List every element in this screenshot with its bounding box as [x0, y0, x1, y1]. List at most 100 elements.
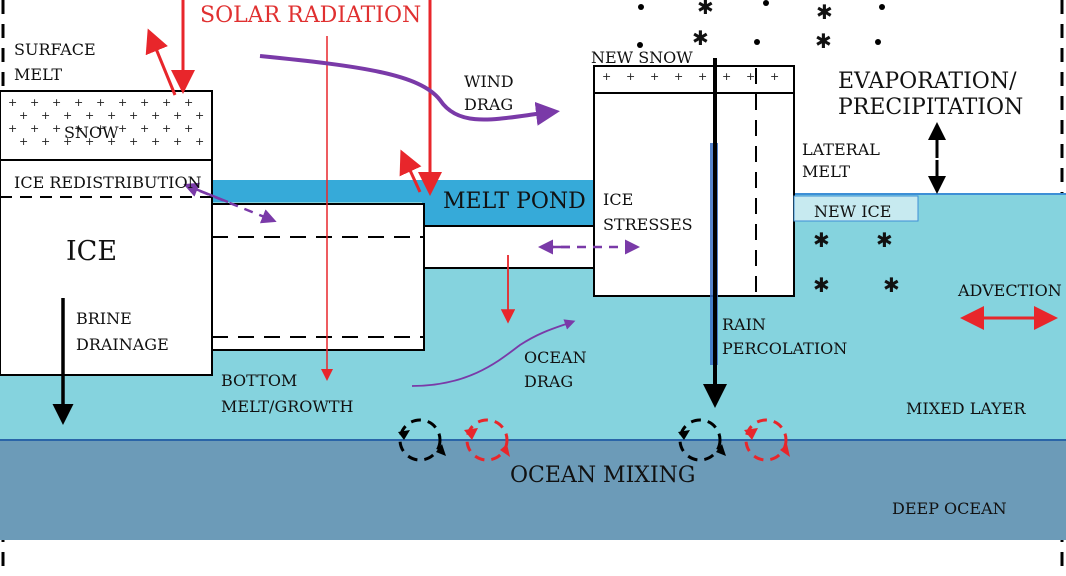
snow-plus-mark: +	[52, 96, 61, 109]
snow-plus-mark: +	[626, 70, 635, 83]
snow-plus-mark: +	[30, 96, 39, 109]
right-snow-layer	[593, 65, 795, 94]
snowflake-icon: ✱	[883, 273, 900, 297]
rain-drop	[875, 39, 881, 45]
snow-plus-mark: +	[151, 135, 160, 148]
snow-plus-mark: +	[85, 135, 94, 148]
middle-ice-floe	[211, 203, 425, 351]
snow-plus-mark: +	[19, 109, 28, 122]
mixed-layer-label: MIXED LAYER	[906, 399, 1026, 418]
mixing-eddy-red	[744, 418, 788, 462]
rain-percolation-label: PERCOLATION	[722, 339, 847, 358]
lateral-melt-label: MELT	[802, 162, 850, 181]
solar-reflect-left	[145, 28, 177, 96]
ocean-drag-label: DRAG	[524, 372, 573, 391]
snowflake-icon: ✱	[815, 29, 832, 53]
ocean-mixing-label: OCEAN MIXING	[510, 463, 695, 488]
melt-pond-label: MELT POND	[443, 189, 586, 214]
eddy-arrowhead	[716, 444, 726, 456]
snow-plus-mark: +	[151, 109, 160, 122]
snow-plus-mark: +	[74, 96, 83, 109]
rain-drop	[763, 0, 769, 6]
rain-drop	[879, 4, 885, 10]
brine-drainage-label: BRINE	[76, 309, 132, 328]
lateral-melt-label: LATERAL	[802, 140, 880, 159]
snow-plus-mark: +	[162, 122, 171, 135]
ice-redistribution-label: ICE REDISTRIBUTION	[14, 173, 202, 192]
brine-drainage-label: DRAINAGE	[76, 335, 169, 354]
snow-plus-mark: +	[140, 122, 149, 135]
snow-plus-mark: +	[107, 135, 116, 148]
snow-label: SNOW	[64, 123, 119, 142]
snow-plus-mark: +	[173, 109, 182, 122]
snow-plus-mark: +	[41, 135, 50, 148]
ice-stresses-label: STRESSES	[603, 215, 693, 234]
ice-stresses-label: ICE	[603, 190, 633, 209]
eddy-arrowhead	[464, 428, 478, 440]
new-ice	[793, 195, 919, 222]
snow-plus-mark: +	[118, 122, 127, 135]
ice-redistribution-arrow-back	[183, 182, 229, 204]
snow-plus-mark: +	[8, 96, 17, 109]
mixing-eddy-red	[465, 418, 509, 462]
snow-plus-mark: +	[63, 135, 72, 148]
eddy-arrowhead	[398, 430, 410, 440]
surface-melt-label: SURFACE	[14, 40, 96, 59]
bottom-melt-label: BOTTOM	[221, 371, 297, 390]
solar-radiation-label: SOLAR RADIATION	[200, 3, 421, 28]
deep-ocean-label: DEEP OCEAN	[892, 499, 1007, 518]
snow-plus-mark: +	[96, 96, 105, 109]
snow-plus-mark: +	[173, 135, 182, 148]
eddy-arrowhead	[436, 444, 446, 456]
snow-plus-mark: +	[770, 70, 779, 83]
rain-drop	[754, 39, 760, 45]
snowflake-icon: ✱	[816, 0, 833, 24]
melt-pond	[422, 180, 594, 226]
melt-pond-shallow	[210, 180, 424, 202]
eddy-arrowhead	[780, 444, 790, 457]
snow-plus-mark: +	[85, 109, 94, 122]
snow-plus-mark: +	[650, 70, 659, 83]
snowflake-icon: ✱	[813, 273, 830, 297]
right-ice-floe	[593, 92, 795, 297]
snow-plus-mark: +	[195, 135, 204, 148]
snow-plus-mark: +	[118, 96, 127, 109]
new-ice-label: NEW ICE	[814, 202, 891, 221]
mixing-eddy-black	[678, 418, 722, 462]
ocean-drag-arrow	[411, 319, 576, 387]
ocean-mixing-eddies	[398, 418, 790, 462]
rain-drop	[637, 42, 643, 48]
new-snow-label: NEW SNOW	[591, 48, 693, 67]
ocean-drag-label: OCEAN	[524, 348, 587, 367]
mixing-eddy-black	[398, 418, 442, 462]
snowflake-icon: ✱	[813, 228, 830, 252]
snow-plus-mark: +	[140, 96, 149, 109]
snow-plus-mark: +	[184, 122, 193, 135]
wind-drag-label: DRAG	[464, 95, 513, 114]
snow-plus-mark: +	[74, 122, 83, 135]
snow-plus-mark: +	[746, 70, 755, 83]
solar-reflect-pond	[399, 149, 422, 193]
wind-drag-label: WIND	[464, 72, 514, 91]
rain-drop	[638, 4, 644, 10]
deep-ocean	[0, 440, 1066, 540]
snow-plus-mark: +	[698, 70, 707, 83]
snow-texture: ++++++++++++++++++++++++++++++++++++	[8, 96, 204, 148]
snow-plus-mark: +	[129, 109, 138, 122]
wind-drag-arrow	[259, 54, 560, 126]
snow-plus-mark: +	[41, 109, 50, 122]
precipitation-particles: ✱ ✱ ✱ ✱ ✱ ✱ ✱ ✱	[637, 0, 900, 297]
advection-label: ADVECTION	[957, 281, 1062, 300]
evaporation-label: EVAPORATION/	[838, 69, 1017, 94]
ice-label: ICE	[66, 236, 117, 267]
snow-plus-mark: +	[184, 96, 193, 109]
snow-plus-mark: +	[674, 70, 683, 83]
snow-plus-mark: +	[52, 122, 61, 135]
surface-melt-label: MELT	[14, 65, 62, 84]
snow-plus-mark: +	[162, 96, 171, 109]
snowflake-icon: ✱	[697, 0, 714, 19]
snow-plus-mark: +	[8, 122, 17, 135]
rain-percolation-label: RAIN	[722, 315, 766, 334]
bottom-melt-label: MELT/GROWTH	[221, 397, 354, 416]
left-snow-layer	[0, 90, 213, 161]
